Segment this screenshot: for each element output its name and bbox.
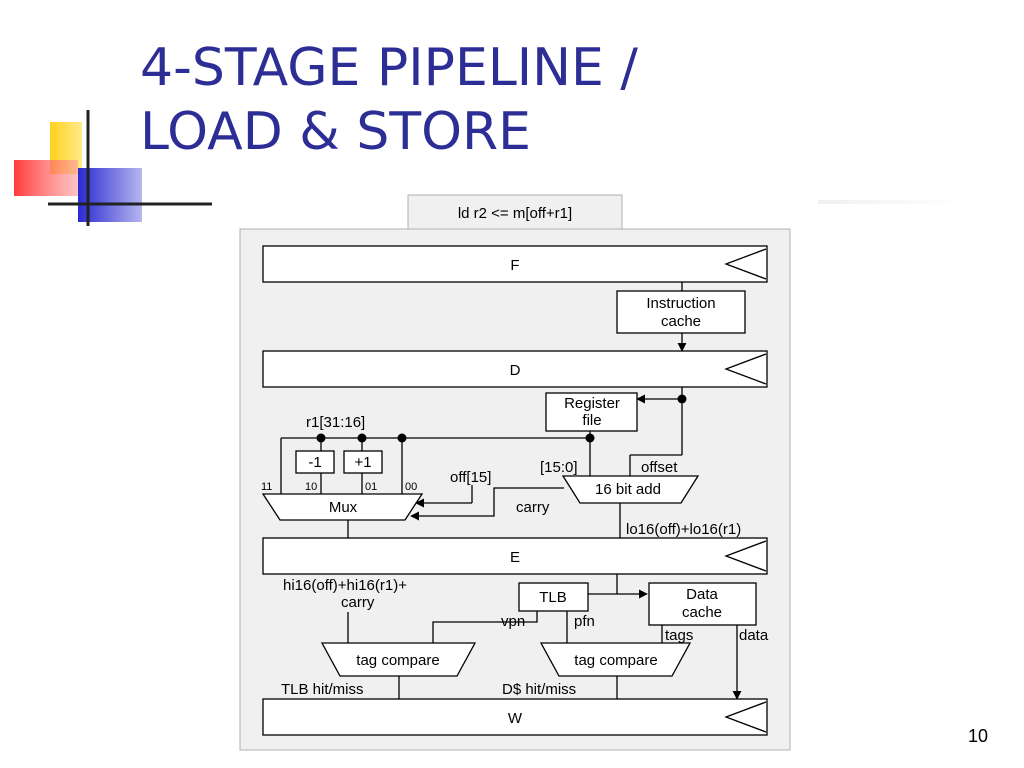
tlb-box — [518, 582, 589, 612]
tag-compare-1-shape — [320, 642, 477, 677]
r1-high-label: r1[31:16] — [306, 414, 365, 431]
stage-f — [262, 245, 768, 283]
instruction-cache-label-2: cache — [661, 313, 701, 330]
clock-icon-f — [724, 248, 767, 280]
deco-fade-line — [818, 200, 968, 204]
mux-input-01: 01 — [365, 481, 377, 493]
plus-one-box — [343, 450, 383, 474]
plus-one-label: +1 — [354, 454, 371, 471]
stage-d-label: D — [510, 362, 521, 379]
register-file-label-1: Register — [564, 395, 620, 412]
tags-label: tags — [665, 627, 693, 644]
data-cache-label-1: Data — [686, 586, 718, 603]
stage-w-label: W — [508, 710, 523, 727]
junction-dot — [316, 433, 326, 443]
slide-title: 4-STAGE PIPELINE / LOAD & STORE — [140, 36, 638, 164]
minus-one-label: -1 — [308, 454, 321, 471]
lo16-sum-label: lo16(off)+lo16(r1) — [626, 521, 741, 538]
stage-e — [262, 537, 768, 575]
junction-dot — [677, 394, 687, 404]
slide-decoration — [14, 110, 968, 226]
tlb-hit-miss-label: TLB hit/miss — [281, 681, 364, 698]
pfn-label: pfn — [574, 613, 595, 630]
bits-15-0-label: [15:0] — [540, 459, 578, 476]
minus-one-box — [295, 450, 335, 474]
clock-icon-w — [724, 701, 767, 733]
tag-compare-1-label: tag compare — [356, 652, 439, 669]
tag-compare-2-label: tag compare — [574, 652, 657, 669]
register-file-box — [545, 392, 638, 432]
offset-label: offset — [641, 459, 678, 476]
mux-input-00: 00 — [405, 481, 417, 493]
junction-dot — [585, 433, 595, 443]
mux-shape — [261, 493, 424, 521]
stage-e-label: E — [510, 549, 520, 566]
instruction-cache-label-1: Instruction — [646, 295, 715, 312]
junction-dot — [397, 433, 407, 443]
data-label: data — [739, 627, 769, 644]
deco-red-square — [14, 160, 78, 196]
instruction-cache-box — [616, 290, 746, 334]
title-line-2: LOAD & STORE — [140, 102, 532, 162]
mux-input-11: 11 — [261, 481, 272, 493]
instruction-label: ld r2 <= m[off+r1] — [458, 205, 572, 222]
adder-shape — [561, 475, 700, 504]
wire-carry — [410, 487, 564, 521]
dcache-hit-miss-label: D$ hit/miss — [502, 681, 576, 698]
hi16-sum-label-1: hi16(off)+hi16(r1)+ — [283, 577, 407, 594]
clock-icon-e — [724, 540, 767, 572]
slide-number: 10 — [968, 726, 989, 746]
vpn-label: vpn — [501, 613, 525, 630]
mux-input-10: 10 — [305, 481, 317, 493]
stage-d — [262, 350, 768, 388]
tag-compare-2-shape — [539, 642, 692, 677]
carry-label: carry — [516, 499, 550, 516]
data-cache-label-2: cache — [682, 604, 722, 621]
wire-vpn — [432, 611, 538, 643]
stage-f-label: F — [510, 257, 519, 274]
mux-label: Mux — [329, 499, 358, 516]
junction-dot — [357, 433, 367, 443]
clock-icon-d — [724, 353, 767, 385]
title-line-1: 4-STAGE PIPELINE / — [140, 38, 638, 98]
hi16-sum-label-2: carry — [341, 594, 375, 611]
off15-label: off[15] — [450, 469, 491, 486]
stage-w — [262, 698, 768, 736]
tlb-label: TLB — [539, 589, 567, 606]
data-cache-box — [648, 582, 757, 626]
adder-label: 16 bit add — [595, 481, 661, 498]
register-file-label-2: file — [582, 412, 601, 429]
